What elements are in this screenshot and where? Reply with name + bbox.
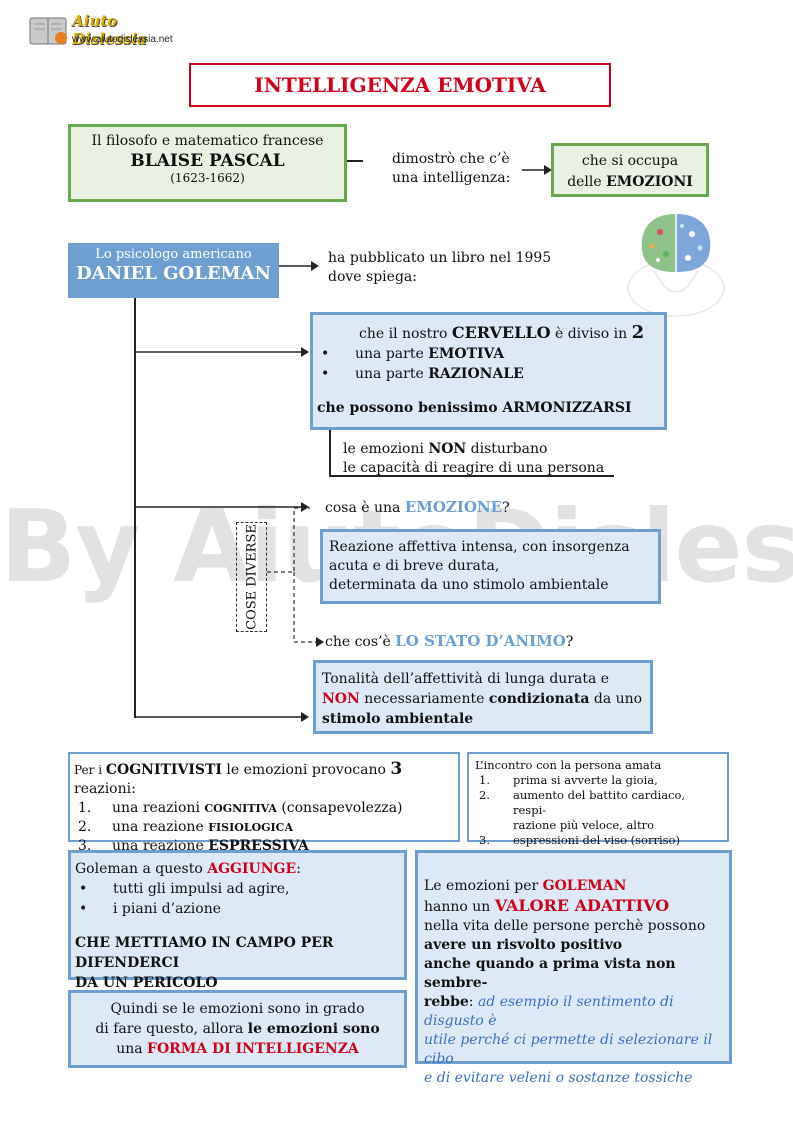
def-emozione-line1: Reazione affettiva intensa, con insorgen…	[329, 539, 630, 555]
list-item: i piani d’azione	[75, 899, 400, 919]
adattivo-line4: avere un risvolto positivo	[424, 937, 623, 953]
cose-diverse-box: COSE DIVERSE	[236, 522, 267, 632]
note-line2: le capacità di reagire di una persona	[343, 460, 605, 476]
aggiunge-box: Goleman a questo AGGIUNGE: tutti gli imp…	[68, 850, 407, 991]
note-line1: le emozioni NON disturbano	[343, 441, 548, 457]
cervello-word: CERVELLO	[451, 323, 551, 342]
logo[interactable]: Aiuto Dislessia www.aiutodislessia.net	[28, 12, 188, 50]
pascal-mid-line2: una intelligenza:	[392, 170, 511, 186]
note-text: le emozioni NON disturbano le capacità d…	[343, 440, 604, 478]
cognitivisti-list: 1.una reazioni COGNITIVA (consapevolezza…	[74, 799, 454, 856]
pascal-middle-text: dimostrò che c’è una intelligenza:	[392, 150, 510, 188]
arrow-right-icon	[279, 261, 319, 271]
logo-url: www.aiutodislessia.net	[72, 34, 173, 45]
number-two: 2	[631, 322, 645, 343]
goleman-text-line1: ha pubblicato un libro nel 1995	[328, 250, 552, 266]
emotions-line1: che si occupa	[581, 153, 679, 169]
quindi-line1: Quindi se le emozioni sono in grado	[110, 1001, 365, 1017]
goleman-box: Lo psicologo americano DANIEL GOLEMAN	[68, 243, 279, 298]
pascal-intro: Il filosofo e matematico francese	[91, 133, 324, 149]
list-item: tutti gli impulsi ad agire,	[75, 879, 400, 899]
aggiunge-title: Goleman a questo AGGIUNGE:	[75, 861, 301, 877]
goleman-intro: Lo psicologo americano	[95, 247, 252, 262]
def-emozione-line2: acuta e di breve durata,	[329, 558, 500, 574]
aggiunge-bold1: CHE METTIAMO IN CAMPO PER DIFENDERCI	[75, 935, 334, 971]
goleman-text: ha pubblicato un libro nel 1995 dove spi…	[328, 249, 551, 287]
adattivo-line8: e di evitare veleni o sostanze tossiche	[424, 1070, 693, 1086]
cognitivisti-box: Per i COGNITIVISTI le emozioni provocano…	[68, 752, 460, 854]
quindi-line2: di fare questo, allora le emozioni sono	[95, 1021, 380, 1037]
emozioni-word: EMOZIONI	[606, 174, 693, 190]
adattivo-line5: anche quando a prima vista non sembre-	[424, 956, 676, 991]
list-item: 3.espressioni del viso (sorriso)	[479, 833, 680, 847]
cose-diverse-label: COSE DIVERSE	[244, 524, 259, 630]
adattivo-line7: utile perché ci permette di selezionare …	[424, 1032, 713, 1067]
goleman-name: DANIEL GOLEMAN	[76, 263, 271, 284]
dashed-connectors	[267, 507, 324, 647]
list-item: una parte EMOTIVA	[317, 344, 660, 364]
arrow-right-icon	[135, 712, 309, 722]
question-emozione: cosa è una EMOZIONE?	[325, 498, 510, 516]
pascal-box: Il filosofo e matematico francese BLAISE…	[68, 124, 347, 202]
stato-animo-word: LO STATO D’ANIMO	[395, 632, 566, 650]
quindi-line3: una FORMA DI INTELLIGENZA	[116, 1041, 359, 1057]
book-icon	[29, 17, 67, 45]
brain-list: una parte EMOTIVA una parte RAZIONALE	[317, 344, 660, 384]
title-box: INTELLIGENZA EMOTIVA	[189, 63, 611, 107]
pascal-years: (1623-1662)	[170, 171, 245, 185]
example-title: L’incontro con la persona amata	[475, 758, 662, 772]
def-emozione-line3: determinata da uno stimolo ambientale	[329, 577, 609, 593]
list-item: 1.una reazioni COGNITIVA (consapevolezza…	[78, 800, 403, 816]
arrow-right-icon	[135, 502, 309, 512]
question-stato-animo: che cos’è LO STATO D’ANIMO?	[325, 632, 574, 650]
page-title: INTELLIGENZA EMOTIVA	[254, 73, 546, 97]
quindi-box: Quindi se le emozioni sono in grado di f…	[68, 990, 407, 1068]
list-item: una parte RAZIONALE	[317, 364, 660, 384]
list-item: 2.aumento del battito cardiaco, respi-	[479, 788, 686, 817]
pascal-connector	[347, 160, 363, 162]
note-bracket-horizontal	[329, 475, 614, 477]
aggiunge-bold2: DA UN PERICOLO	[75, 975, 218, 991]
arrow-right-icon	[135, 347, 309, 357]
note-bracket-vertical	[329, 430, 331, 475]
brain-icon	[627, 214, 725, 317]
example-box: L’incontro con la persona amata 1.prima …	[467, 752, 729, 847]
logo-name: Aiuto Dislessia	[72, 12, 147, 48]
emotions-box: che si occupa delle EMOZIONI	[551, 143, 709, 197]
def-stato-line2: NON necessariamente condizionata da uno	[322, 691, 643, 707]
adattivo-line1: Le emozioni per GOLEMAN	[424, 878, 627, 894]
main-vertical-line	[134, 298, 136, 718]
list-item: 2.una reazione FISIOLOGICA	[78, 819, 293, 835]
arrow-right-icon	[522, 165, 552, 175]
cognitivisti-title: Per i COGNITIVISTI le emozioni provocano…	[74, 759, 403, 798]
def-stato-line1: Tonalità dell’affettività di lunga durat…	[322, 671, 610, 687]
adattivo-line6: rebbe: ad esempio il sentimento di disgu…	[424, 994, 674, 1029]
list-item: 1.prima si avverte la gioia,	[479, 773, 658, 787]
list-item: razione più veloce, altro	[513, 818, 655, 832]
brain-line1: che il nostro CERVELLO è diviso in 2	[359, 322, 645, 343]
emozione-word: EMOZIONE	[404, 498, 503, 516]
aggiunge-list: tutti gli impulsi ad agire, i piani d’az…	[75, 879, 400, 919]
emozione-definition-box: Reazione affettiva intensa, con insorgen…	[320, 529, 661, 604]
brain-box: che il nostro CERVELLO è diviso in 2 una…	[310, 312, 667, 430]
example-list: 1.prima si avverte la gioia, 2.aumento d…	[475, 773, 721, 848]
def-stato-line3: stimolo ambientale	[322, 711, 474, 727]
adattivo-box: Le emozioni per GOLEMAN hanno un VALORE …	[415, 850, 732, 1086]
adattivo-line2: hanno un VALORE ADATTIVO	[424, 896, 670, 915]
adattivo-line3: nella vita delle persone perchè possono	[424, 918, 706, 934]
pascal-name: BLAISE PASCAL	[130, 151, 285, 171]
brain-bottom: che possono benissimo ARMONIZZARSI	[317, 400, 632, 416]
stato-definition-box: Tonalità dell’affettività di lunga durat…	[313, 660, 653, 734]
goleman-text-line2: dove spiega:	[328, 269, 417, 285]
emotions-line2: delle EMOZIONI	[567, 174, 693, 190]
pascal-mid-line1: dimostrò che c’è	[392, 151, 510, 167]
